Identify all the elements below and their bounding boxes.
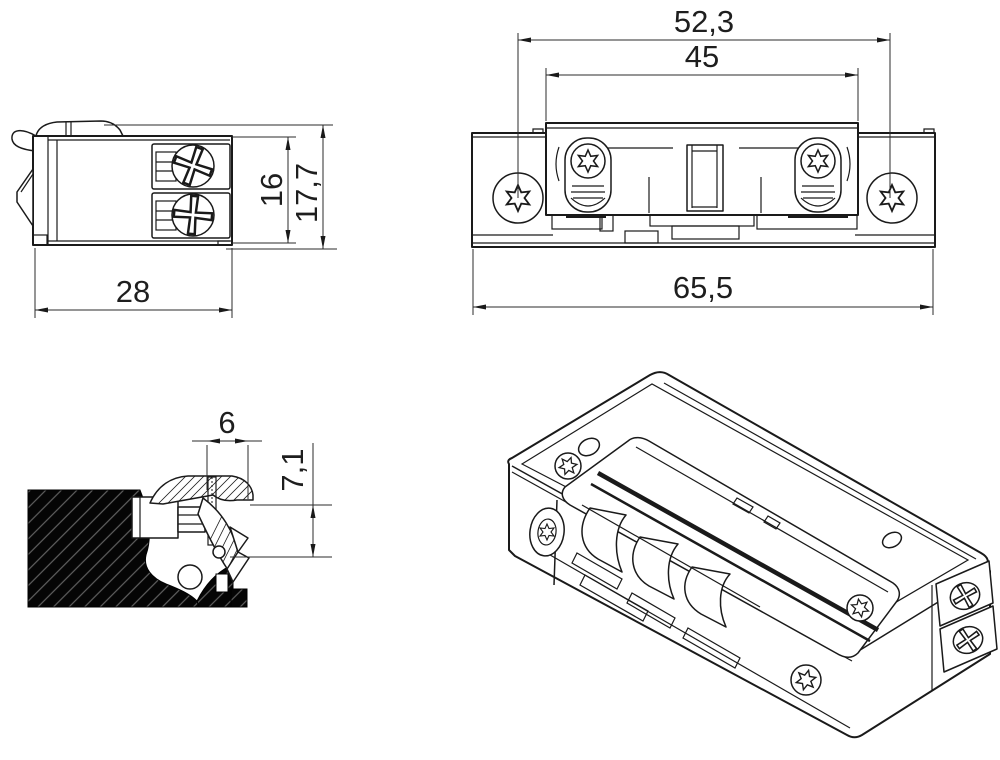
front-center-tab <box>686 144 724 212</box>
dim-side-width: 28 <box>34 248 233 318</box>
iso-front-slots <box>571 552 741 669</box>
iso-plate-screw-top <box>554 452 582 480</box>
front-oval-screw-left <box>555 137 612 213</box>
section-pivot-hole <box>177 564 203 590</box>
iso-plate-screw-right <box>846 594 874 622</box>
iso-small-hole-right <box>881 531 903 549</box>
dim-front-screw-spacing: 52,3 <box>517 4 891 198</box>
iso-small-hole-left <box>577 437 601 457</box>
dimension-label-overall-width: 65,5 <box>673 270 733 305</box>
dimension-label-overall-height: 17,7 <box>289 163 324 223</box>
dim-side-inner-height: 16 <box>232 136 296 244</box>
section-latch-cap <box>149 475 254 505</box>
iso-terminal-block <box>931 560 998 690</box>
iso-keeper-flap <box>561 436 901 658</box>
dimension-label-body-width: 45 <box>685 39 719 74</box>
dimension-label-lip-height: 7,1 <box>275 448 310 491</box>
section-view: 6 7,1 <box>27 405 332 608</box>
dim-front-overall-width: 65,5 <box>472 249 934 315</box>
dim-section-lip-depth: 6 <box>192 405 262 499</box>
lever-pin-hole <box>212 545 226 559</box>
isometric-view <box>507 371 998 739</box>
dimension-label-inner-height: 16 <box>254 173 289 207</box>
section-lip-profile <box>226 526 250 583</box>
front-oval-screw-right <box>794 137 851 213</box>
front-mount-hole-right <box>866 172 918 224</box>
strike-keeper-lip <box>16 168 34 227</box>
iso-end-screw-left <box>529 507 565 557</box>
iso-latch-lobes <box>581 504 761 628</box>
dimension-label-screw-spacing: 52,3 <box>674 4 734 39</box>
dimension-label-lip-depth: 6 <box>218 405 235 440</box>
section-notch <box>215 573 229 593</box>
dim-front-body-width: 45 <box>545 39 859 121</box>
iso-front-screw-bottom <box>790 664 822 696</box>
dim-side-overall-height: 17,7 <box>104 124 337 250</box>
side-terminal-block-upper <box>151 140 231 192</box>
side-terminal-block-lower <box>151 192 231 239</box>
front-view: 52,3 45 65,5 <box>471 4 936 315</box>
latch-lip <box>35 120 124 137</box>
side-view: 16 17,7 28 <box>11 120 337 318</box>
dimension-label-width: 28 <box>116 274 150 309</box>
dim-section-lip-height: 7,1 <box>230 443 332 558</box>
latch-lip-curl <box>11 130 37 152</box>
